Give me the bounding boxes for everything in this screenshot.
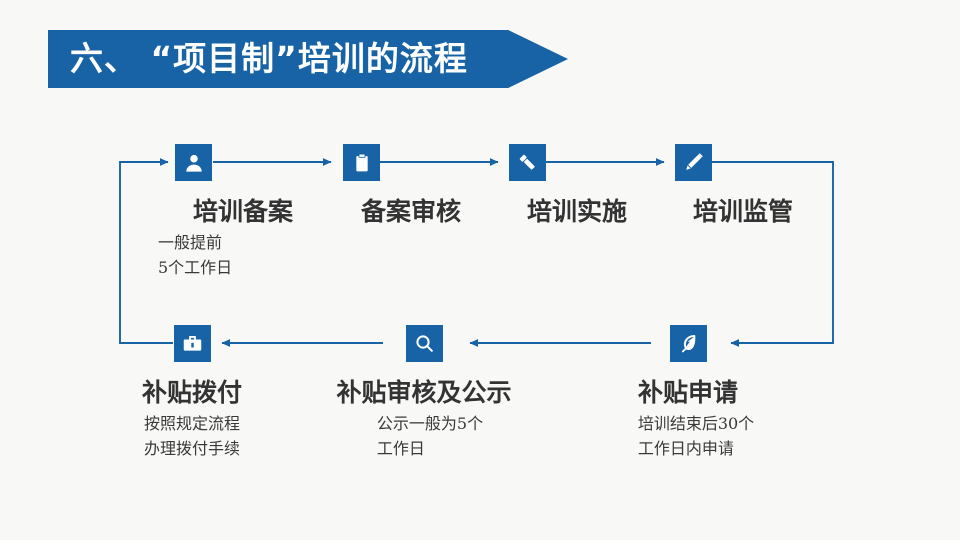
banner-chevron-shape	[48, 30, 568, 88]
flow-node-title: 备案审核	[361, 197, 462, 226]
flow-node-desc: 按照规定流程 办理拨付手续	[144, 411, 240, 461]
connector-loop-right	[712, 161, 834, 347]
flow-node-title: 补贴审核及公示	[336, 378, 512, 407]
clipboard-icon	[343, 144, 380, 181]
flashlight-icon	[509, 144, 546, 181]
flow-node-desc: 培训结束后30个 工作日内申请	[638, 411, 754, 461]
flow-node-title: 培训监管	[693, 197, 794, 226]
flow-node-desc-line: 按照规定流程	[143, 414, 241, 433]
flow-node-desc-line: 工作日内申请	[637, 439, 734, 458]
flow-node-title: 补贴拨付	[141, 378, 243, 407]
flow-node-title: 补贴申请	[637, 378, 739, 407]
user-icon	[175, 144, 212, 181]
flow-node-desc-line: 工作日	[376, 439, 425, 458]
page-title-banner: 六、 “项目制”培训的流程	[48, 30, 568, 88]
pencil-icon	[675, 144, 712, 181]
page-title: 六、 “项目制”培训的流程	[70, 39, 468, 78]
flow-node-desc: 一般提前 5个工作日	[158, 230, 232, 280]
flow-node-desc-line: 培训结束后30个	[637, 414, 755, 433]
flow-node-desc-line: 一般提前	[158, 233, 223, 252]
flow-node-title: 培训实施	[527, 197, 628, 226]
briefcase-icon	[174, 325, 211, 362]
flow-node-desc: 公示一般为5个 工作日	[377, 411, 483, 461]
flow-node-title: 培训备案	[193, 197, 294, 226]
flow-node-desc-line: 公示一般为5个	[376, 414, 484, 433]
flow-node-desc-line: 办理拨付手续	[143, 439, 241, 458]
search-icon	[406, 325, 443, 362]
flow-node-desc-line: 5个工作日	[158, 258, 233, 277]
feather-icon	[670, 325, 707, 362]
